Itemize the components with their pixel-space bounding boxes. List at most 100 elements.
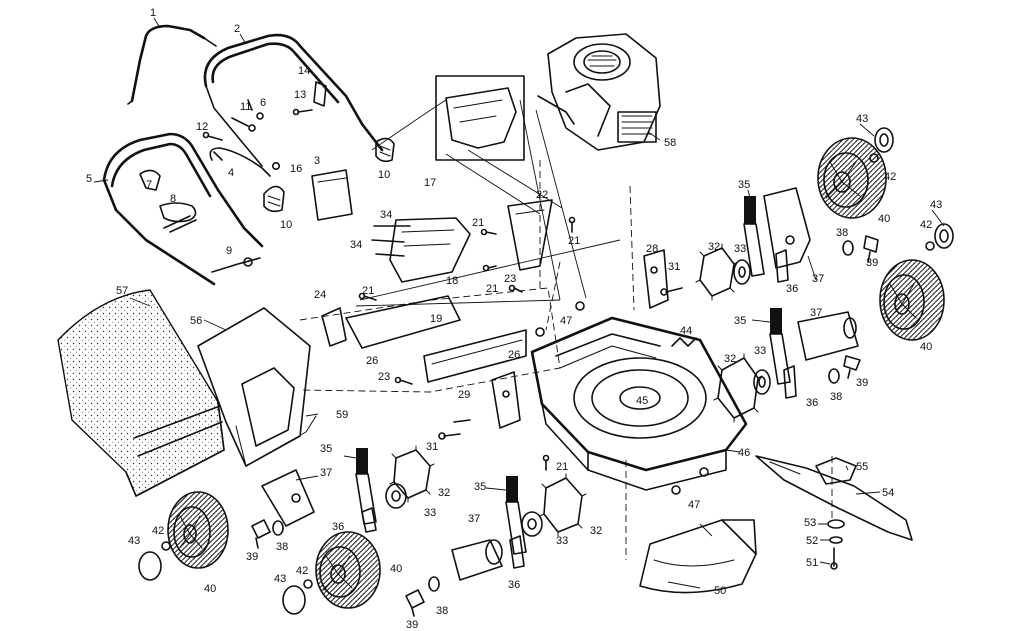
shoulder-screw-part-39-upper-right (863, 235, 879, 263)
engine-part-58 (537, 33, 661, 151)
callout-42-b: 42 (920, 219, 932, 231)
callout-43-d: 43 (274, 573, 286, 585)
callout-59: 59 (336, 409, 348, 421)
nut-part-42-lower-left (161, 541, 171, 551)
bolt-part-12 (202, 131, 223, 141)
callout-43-a: 43 (856, 113, 868, 125)
callout-50: 50 (714, 585, 726, 597)
leader-lines (93, 17, 945, 589)
callout-37-d: 37 (468, 513, 480, 525)
callout-40-d: 40 (390, 563, 402, 575)
callout-47-a: 47 (560, 315, 572, 327)
callout-23-b: 23 (378, 371, 390, 383)
callout-labels: 1 2 3 4 5 6 7 8 9 10 10 11 12 13 14 16 1… (86, 7, 942, 631)
washer-part-38-mid-right (828, 368, 840, 384)
washer-part-38-lower-mid (428, 576, 440, 592)
callout-43-b: 43 (930, 199, 942, 211)
callout-44: 44 (680, 325, 692, 337)
deck-centerline (539, 160, 635, 560)
upper-handle-part-2 (203, 33, 384, 167)
callout-32-b: 32 (724, 353, 736, 365)
callout-56: 56 (190, 315, 202, 327)
callout-46: 46 (738, 447, 750, 459)
bolt-part-31-set (438, 287, 683, 440)
bag-frame-part-59 (235, 415, 317, 467)
callout-40-b: 40 (920, 341, 932, 353)
callout-31-b: 31 (426, 441, 438, 453)
screw-part-21-set (358, 216, 576, 471)
callout-42-c: 42 (152, 525, 164, 537)
hinge-part-36-upper-right (775, 249, 789, 283)
callout-38-b: 38 (830, 391, 842, 403)
axle-bracket-part-37-lower-left (261, 469, 315, 527)
callout-52: 52 (806, 535, 818, 547)
callout-21-c: 21 (486, 283, 498, 295)
callout-18: 18 (446, 275, 458, 287)
callout-10-upper: 10 (378, 169, 390, 181)
rear-baffle-part-50 (639, 519, 757, 594)
adjuster-plate-part-32-mid-right (713, 353, 763, 423)
upper-handle-part-1 (127, 24, 217, 105)
callout-40-c: 40 (204, 583, 216, 595)
callout-3: 3 (314, 155, 320, 167)
callout-32-d: 32 (590, 525, 602, 537)
cable-clip-part-14 (313, 81, 327, 107)
callout-35-a: 35 (738, 179, 750, 191)
blade-part-54 (755, 455, 913, 541)
deck-guide-lines (355, 99, 621, 307)
callout-38-a: 38 (836, 227, 848, 239)
callout-35-b: 35 (734, 315, 746, 327)
wheel-cap-part-43-upper-right (874, 127, 894, 153)
callout-42-d: 42 (296, 565, 308, 577)
handle-knob-part-10-upper (375, 137, 395, 163)
callout-35-c: 35 (320, 443, 332, 455)
knob-part-7 (139, 169, 161, 191)
callout-7: 7 (146, 179, 152, 191)
washer-part-52 (829, 536, 843, 544)
nut-part-6 (256, 112, 264, 120)
nut-part-42-lower-mid (303, 579, 313, 589)
callout-38-d: 38 (436, 605, 448, 617)
callout-51: 51 (806, 557, 818, 569)
callout-22: 22 (536, 189, 548, 201)
inset-panel-outline (299, 287, 561, 393)
washer-part-53 (827, 519, 845, 529)
callout-34-a: 34 (380, 209, 392, 221)
callout-43-c: 43 (128, 535, 140, 547)
callout-8: 8 (170, 193, 176, 205)
callout-1: 1 (150, 7, 156, 19)
muffler-shield-part-3 (311, 169, 353, 221)
nut-part-16 (271, 162, 280, 171)
callout-36-a: 36 (786, 283, 798, 295)
callout-21-e: 21 (556, 461, 568, 473)
mulch-plate-part-26-lower (423, 329, 527, 383)
callout-21-a: 21 (472, 217, 484, 229)
callout-39-c: 39 (246, 551, 258, 563)
callout-40-a: 40 (878, 213, 890, 225)
spring-part-44 (671, 337, 697, 347)
callout-54: 54 (882, 487, 894, 499)
bracket-part-24 (321, 307, 347, 347)
wheel-part-40-lower-mid (315, 531, 381, 609)
blade-adapter-part-55 (815, 457, 857, 485)
wheel-cap-part-43-mid-right (934, 223, 954, 249)
callout-45: 45 (636, 395, 648, 407)
callout-21-d: 21 (362, 285, 374, 297)
callout-35-d: 35 (474, 481, 486, 493)
blade-bolt-part-51 (830, 547, 838, 570)
height-adjuster-part-28 (643, 249, 669, 309)
callout-32-a: 32 (708, 241, 720, 253)
engine-bracket-inset-part-17 (435, 75, 525, 161)
handle-knob-part-10-lower (263, 185, 285, 213)
handle-bolt-part-9 (211, 257, 261, 273)
axle-bracket-part-37-mid-right (797, 311, 859, 361)
height-lever-part-35-mid-right (769, 308, 791, 385)
callout-36-c: 36 (332, 521, 344, 533)
callout-16: 16 (290, 163, 302, 175)
callout-17: 17 (424, 177, 436, 189)
callout-23-a: 23 (504, 273, 516, 285)
hinge-part-36-mid-right (783, 365, 797, 399)
callout-4: 4 (228, 167, 234, 179)
callout-34-b: 34 (350, 239, 362, 251)
wheel-part-40-lower-left (167, 491, 229, 569)
